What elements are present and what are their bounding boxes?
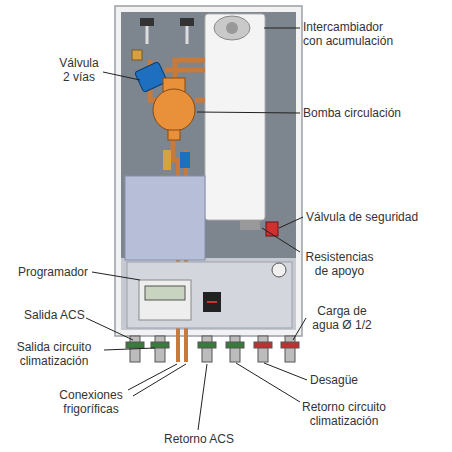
part-label: Válvula de seguridad [306, 210, 418, 224]
part-label: Resistencias de apoyo [302, 250, 377, 278]
part-label: Programador [18, 265, 88, 279]
part-label: Intercambiador con acumulación [303, 20, 403, 48]
part-label: Carga de agua Ø 1/2 [308, 304, 376, 332]
part-label: Conexiones frigoríficas [46, 388, 136, 416]
part-label: Retorno ACS [164, 432, 234, 446]
part-label: Bomba circulación [303, 106, 401, 120]
part-label: Retorno circuito climatización [294, 400, 394, 428]
part-label: Válvula 2 vías [56, 56, 102, 84]
part-label: Desagüe [310, 373, 358, 387]
part-label: Salida ACS [24, 308, 85, 322]
part-label: Salida circuito climatización [4, 340, 104, 368]
